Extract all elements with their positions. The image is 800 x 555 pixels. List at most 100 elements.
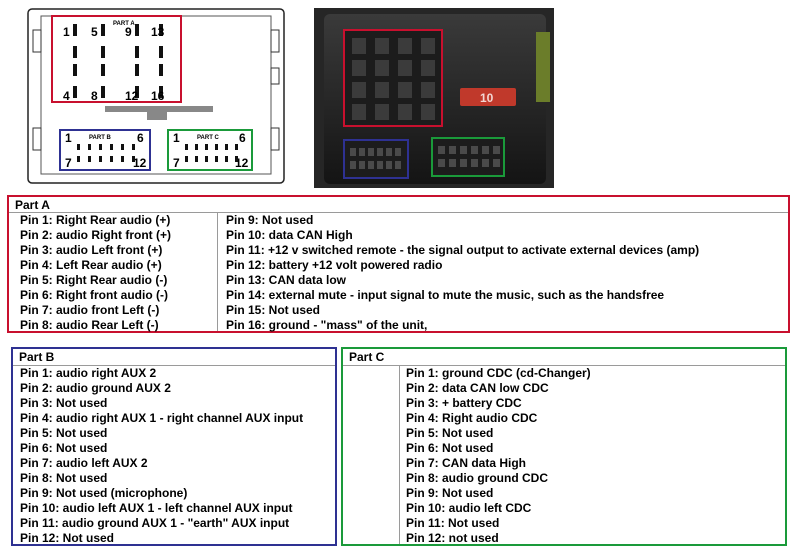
photo-slot (359, 161, 365, 169)
pin-c-6: 6 (239, 131, 246, 145)
pin-b-12: 12 (133, 156, 147, 170)
part-a-row: Pin 2: audio Right front (+) (20, 228, 171, 242)
part-b-pin-slots (77, 144, 135, 162)
part-b-row: Pin 4: audio right AUX 1 - right channel… (20, 411, 304, 425)
pin-slot (88, 144, 91, 150)
pin-slot (225, 156, 228, 162)
part-b-row: Pin 3: Not used (20, 396, 108, 410)
pin-slot (205, 144, 208, 150)
photo-slot (449, 146, 456, 154)
pin-slot (159, 64, 163, 76)
part-b-row: Pin 12: Not used (20, 531, 115, 545)
pin-a-1: 1 (63, 25, 70, 39)
photo-slot (421, 60, 435, 76)
pin-b-6: 6 (137, 131, 144, 145)
center-rib (105, 106, 213, 112)
part-c-label: PART C (197, 135, 220, 141)
pin-slot (77, 144, 80, 150)
pin-slot (73, 24, 77, 36)
pin-slot (135, 64, 139, 76)
part-c-outline (167, 129, 253, 171)
part-a-row: Pin 8: audio Rear Left (-) (20, 318, 159, 332)
photo-slot (482, 146, 489, 154)
photo-slot (350, 161, 356, 169)
part-b-row: Pin 2: audio ground AUX 2 (20, 381, 171, 395)
pin-slot (225, 144, 228, 150)
part-c-title-rule (343, 365, 785, 366)
pin-slot (215, 144, 218, 150)
part-b-table: Part B Pin 1: audio right AUX 2 Pin 2: a… (11, 347, 337, 546)
part-b-label: PART B (89, 135, 112, 141)
part-b-row: Pin 5: Not used (20, 426, 108, 440)
pin-slot (110, 144, 113, 150)
photo-slot (493, 159, 500, 167)
photo-slot (377, 148, 383, 156)
pin-slot (135, 24, 139, 36)
photo-slot (375, 60, 389, 76)
pin-slot (73, 86, 77, 98)
photo-slot (395, 148, 401, 156)
photo-slot (368, 161, 374, 169)
part-b-row: Pin 7: audio left AUX 2 (20, 456, 148, 470)
photo-slot (460, 159, 467, 167)
pin-slot (215, 156, 218, 162)
part-a-row: Pin 3: audio Left front (+) (20, 243, 163, 257)
pin-slot (99, 156, 102, 162)
photo-part-b-block (343, 139, 409, 179)
part-b-row: Pin 1: audio right AUX 2 (20, 366, 157, 380)
photo-slot (438, 159, 445, 167)
part-a-left-column: Pin 1: Right Rear audio (+) Pin 2: audio… (20, 213, 171, 333)
photo-wire-edge (536, 32, 550, 102)
pin-slot (159, 86, 163, 98)
part-a-row: Pin 6: Right front audio (-) (20, 288, 168, 302)
part-a-row: Pin 1: Right Rear audio (+) (20, 213, 171, 227)
pin-a-4: 4 (63, 89, 70, 103)
pin-slot (101, 46, 105, 58)
part-b-row: Pin 10: audio left AUX 1 - left channel … (20, 501, 293, 515)
photo-slot (449, 159, 456, 167)
pin-a-13: 13 (151, 25, 165, 39)
photo-slot (377, 161, 383, 169)
photo-slot (482, 159, 489, 167)
part-a-outline (51, 15, 182, 103)
photo-slot (460, 146, 467, 154)
photo-slot (398, 60, 412, 76)
part-a-pin-slots (73, 24, 163, 98)
part-b-title-rule (13, 365, 335, 366)
part-c-row: Pin 11: Not used (406, 516, 500, 530)
pin-slot (135, 86, 139, 98)
connector-photo: 10 (314, 8, 554, 188)
pin-slot (73, 46, 77, 58)
photo-slot (359, 148, 365, 156)
photo-slot (375, 104, 389, 120)
pin-slot (88, 156, 91, 162)
part-a-row: Pin 7: audio front Left (-) (20, 303, 160, 317)
part-a-row: Pin 14: external mute - input signal to … (226, 288, 665, 302)
photo-slot (398, 104, 412, 120)
pin-slot (185, 156, 188, 162)
photo-slot (493, 146, 500, 154)
photo-slot (368, 148, 374, 156)
part-b-title: Part B (19, 350, 55, 364)
photo-slot (398, 82, 412, 98)
photo-slot (375, 38, 389, 54)
part-b-outline (59, 129, 151, 171)
photo-slot (421, 104, 435, 120)
pin-slot (101, 64, 105, 76)
pin-a-16: 16 (151, 89, 165, 103)
part-c-row: Pin 1: ground CDC (cd-Changer) (406, 366, 591, 380)
pin-slot (121, 144, 124, 150)
pin-slot (159, 46, 163, 58)
pin-slot (135, 46, 139, 58)
photo-part-a-slots (352, 38, 435, 120)
part-c-row: Pin 10: audio left CDC (406, 501, 532, 515)
part-b-row: Pin 6: Not used (20, 441, 108, 455)
photo-part-c-slots (438, 146, 500, 167)
latch-right-mid (270, 67, 280, 85)
part-b-row: Pin 8: Not used (20, 471, 108, 485)
pin-a-5: 5 (91, 25, 98, 39)
part-a-label: PART A (113, 21, 135, 27)
connector-diagram: PART A 1 5 9 13 4 8 12 16 PART B 1 6 7 1… (27, 8, 285, 184)
part-b-column: Pin 1: audio right AUX 2 Pin 2: audio gr… (20, 366, 303, 546)
pin-slot (101, 24, 105, 36)
